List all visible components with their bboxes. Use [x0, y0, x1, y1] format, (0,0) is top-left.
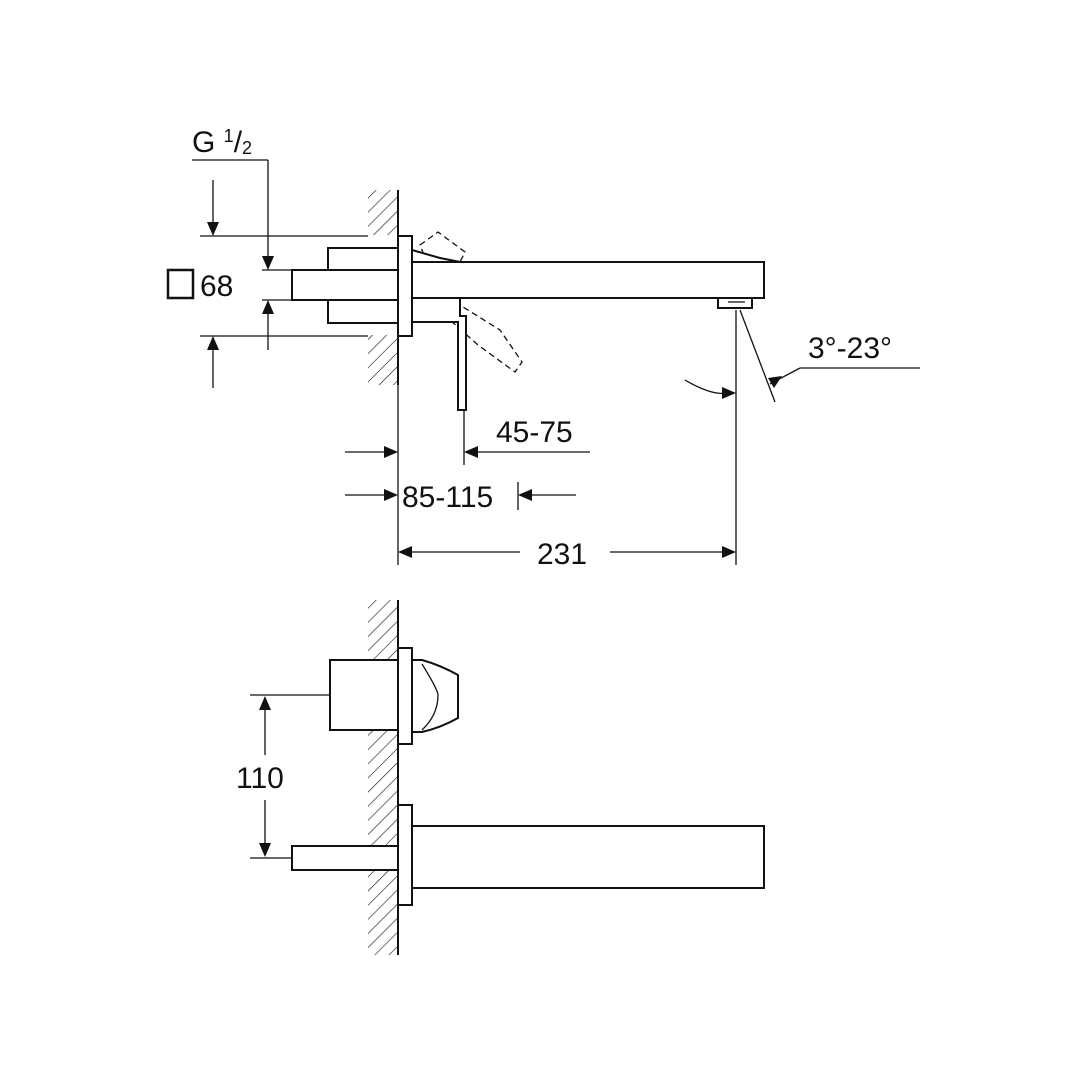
inlet-pipe: [291, 269, 399, 301]
mixer-body-upper: [329, 659, 399, 731]
thread-numerator: 1: [224, 126, 234, 146]
length-arrow-right: [722, 546, 736, 558]
thread-label: G 1/2: [192, 126, 252, 159]
thread-denominator: 2: [242, 138, 252, 158]
plate-upper: [397, 647, 413, 745]
spacing-arrow-bottom: [259, 843, 271, 857]
spout: [411, 261, 765, 299]
angle-arc: [684, 379, 729, 395]
spout-front: [411, 825, 765, 889]
pipe-arrow-up: [262, 300, 274, 314]
lever-handle: [411, 297, 467, 411]
thread-slash: /: [234, 126, 243, 159]
aerator: [717, 297, 753, 309]
square-arrow-top: [207, 222, 219, 236]
lever-dim-wall-arrow: [384, 446, 398, 458]
plate-lower: [397, 804, 413, 906]
wall-hatch-upper-top: [368, 190, 398, 235]
square-arrow-bottom: [207, 336, 219, 350]
inlet-front: [291, 845, 399, 871]
depth-arrow-left: [384, 489, 398, 501]
escutcheon-front: [397, 235, 413, 337]
angle-arrow-right: [768, 376, 782, 388]
depth-arrow-right: [518, 489, 532, 501]
thread-arrow: [262, 256, 274, 270]
lever-front-inner: [421, 663, 439, 731]
spout-angle-label: 3°-23°: [808, 332, 892, 365]
wall-hatch-upper-bottom: [368, 335, 398, 385]
lever-dashed-lower: [449, 300, 523, 373]
length-arrow-left: [398, 546, 412, 558]
lever-dim-arrow: [464, 446, 478, 458]
side-view: 3°-23° 45-75 85-115 231 G 1/2 68: [166, 126, 920, 571]
spout-length-label: 231: [537, 538, 587, 571]
thread-prefix: G: [192, 126, 224, 159]
wall-hatch-lower: [368, 600, 398, 955]
lever-offset-label: 45-75: [496, 416, 573, 449]
spout-axis-tilted: [739, 309, 776, 403]
angle-arrow-left: [722, 387, 736, 399]
wall-depth-label: 85-115: [402, 481, 493, 514]
vertical-spacing-label: 110: [236, 762, 284, 795]
square-symbol: [166, 268, 195, 300]
spacing-arrow-top: [259, 696, 271, 710]
front-view: 110: [236, 600, 765, 955]
square-size-label: 68: [200, 270, 233, 303]
lever-front: [411, 659, 459, 733]
